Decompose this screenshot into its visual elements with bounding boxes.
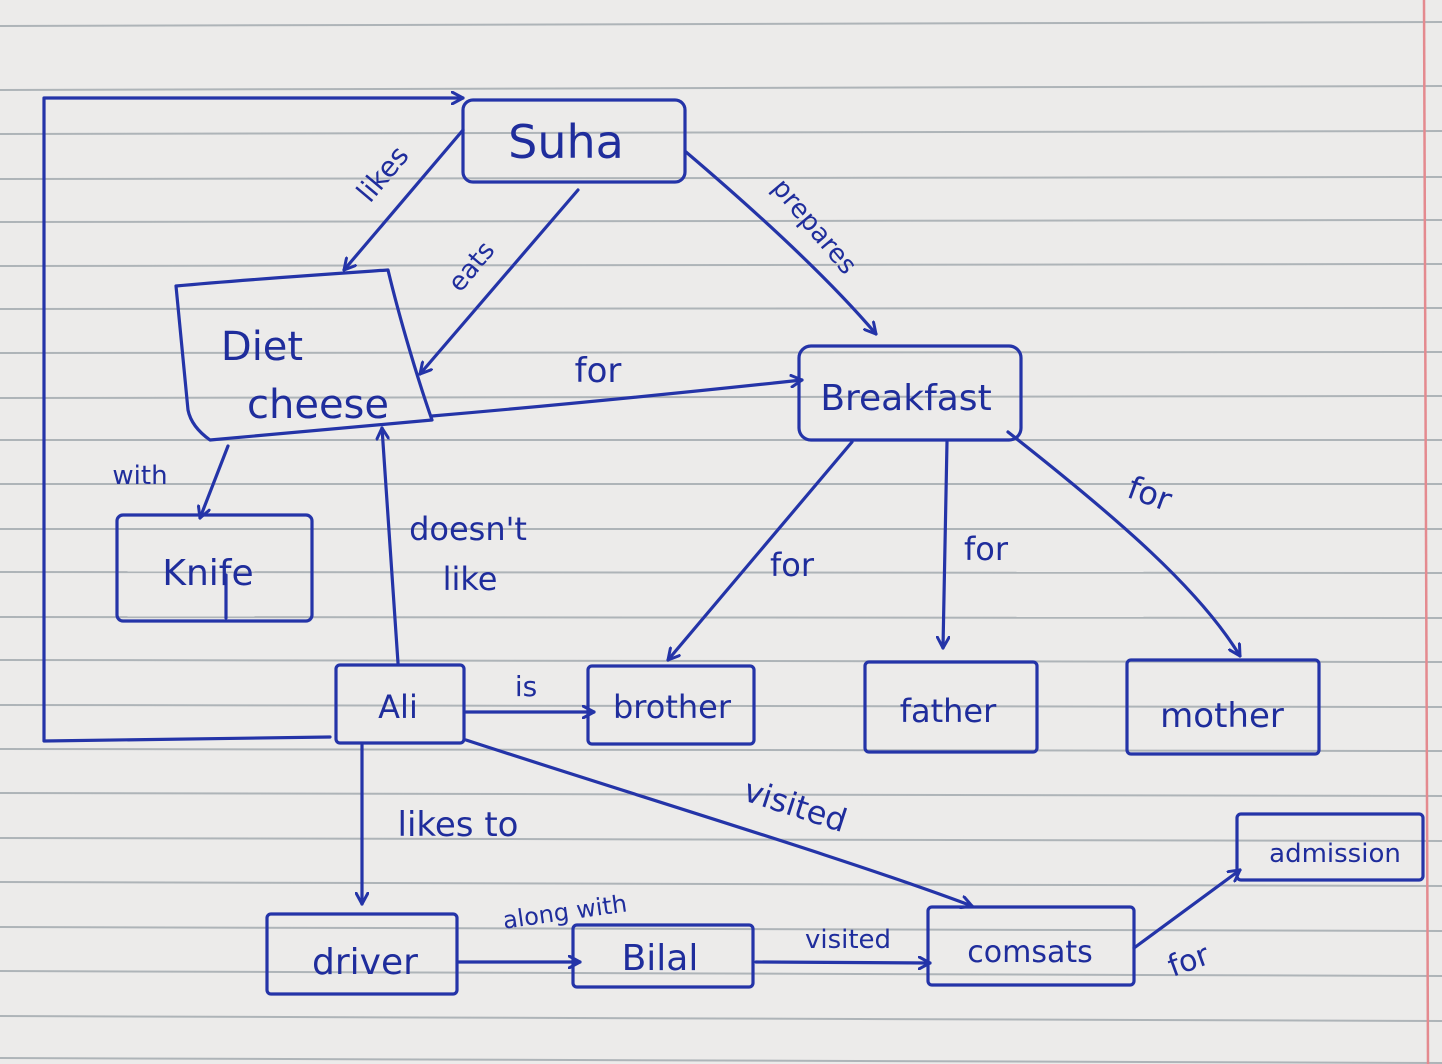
edge-cheese-with-knife [200, 444, 230, 520]
edge-breakfast-for-father [943, 440, 947, 650]
edge-suha-prepares-breakfast [684, 150, 878, 336]
label-father: father [900, 692, 997, 730]
edge-label-for-father: for [964, 530, 1009, 568]
node-box-diet-cheese [174, 268, 434, 442]
node-labels: Suha Diet cheese Breakfast Knife Ali bro… [162, 115, 1400, 983]
edge-label-visited-bilal: visited [805, 925, 891, 955]
node-box-admission [1235, 812, 1425, 882]
label-bilal: Bilal [622, 938, 699, 979]
label-breakfast: Breakfast [820, 378, 991, 419]
label-cheese: cheese [247, 382, 389, 428]
label-driver: driver [312, 942, 418, 983]
margin-line [1422, 0, 1430, 1064]
edge-suha-eats-cheese [418, 188, 580, 376]
edge-label-for-admission: for [1163, 937, 1214, 984]
edge-label-doesnt-like-1: doesn't [409, 510, 527, 548]
edge-label-likes-to: likes to [398, 805, 519, 845]
label-admission: admission [1269, 839, 1401, 869]
edge-bilal-visited-comsats [754, 962, 932, 963]
edge-ali-visited-comsats [464, 738, 974, 906]
edge-breakfast-for-brother [666, 440, 854, 662]
label-comsats: comsats [967, 935, 1092, 970]
edges [42, 98, 1242, 963]
node-box-driver [265, 912, 459, 996]
edge-breakfast-for-mother [1006, 430, 1242, 658]
node-box-breakfast [797, 344, 1023, 442]
node-box-father [863, 660, 1039, 754]
label-mother: mother [1160, 696, 1284, 736]
node-box-mother [1125, 658, 1321, 756]
edge-label-for-brother: for [770, 546, 815, 584]
label-diet: Diet [221, 324, 303, 370]
edge-suha-likes-cheese [342, 128, 465, 272]
label-ali: Ali [378, 688, 418, 726]
ruled-lines [0, 21, 1442, 1064]
edge-label-is: is [515, 670, 537, 703]
edge-comsats-for-admission [1132, 868, 1242, 950]
node-box-comsats [926, 905, 1136, 987]
label-brother: brother [613, 688, 732, 726]
node-box-suha [461, 98, 687, 184]
edge-ali-suha-loop [42, 98, 465, 743]
edge-label-for-mother: for [1123, 468, 1178, 519]
node-box-knife [115, 513, 314, 623]
edge-cheese-for-breakfast [430, 380, 804, 418]
edge-ali-doesnt-like-cheese [382, 426, 400, 665]
label-suha: Suha [508, 115, 624, 169]
label-knife: Knife [162, 553, 253, 594]
edge-label-with: with [112, 461, 167, 491]
edge-label-for-cheese-breakfast: for [575, 351, 622, 391]
edge-label-doesnt-like-2: like [443, 560, 498, 598]
node-box-ali [334, 663, 466, 745]
edge-label-visited-ali: visited [739, 771, 851, 840]
